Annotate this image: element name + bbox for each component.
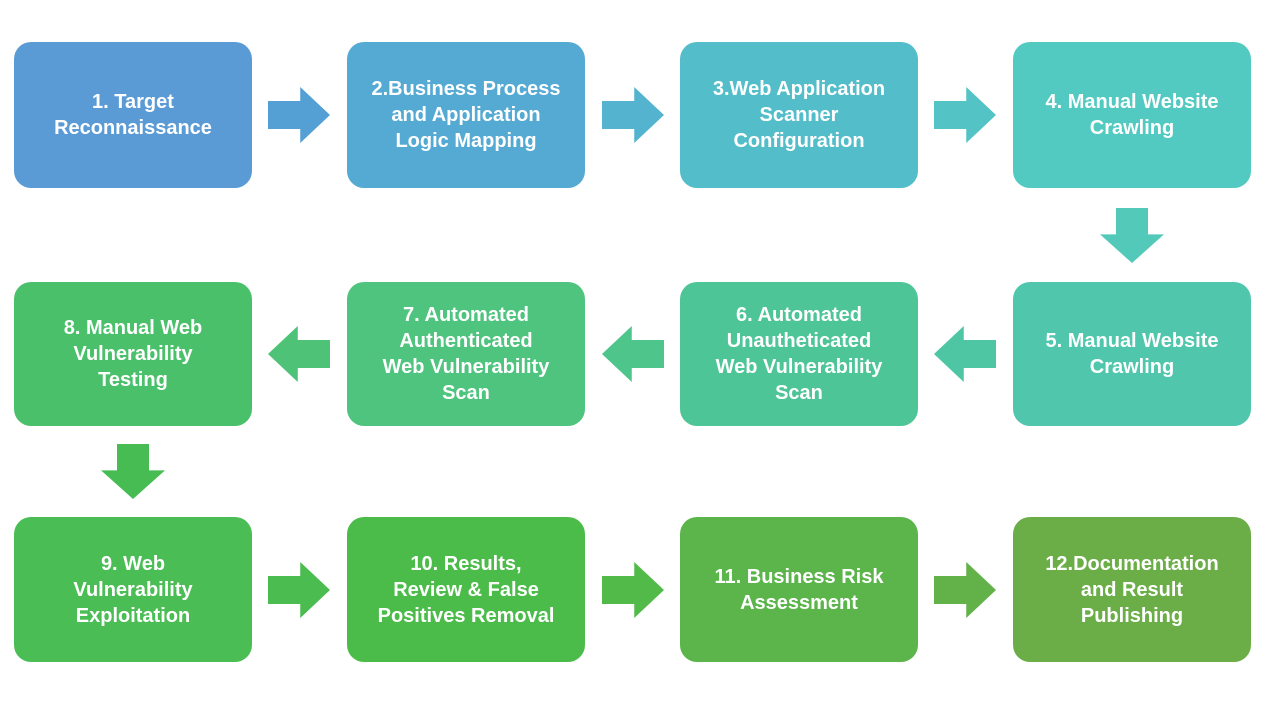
arrow-step11-to-step12-icon — [934, 562, 996, 618]
step-box-10: 10. Results, Review & False Positives Re… — [347, 517, 585, 662]
arrow-step8-to-step9-icon — [101, 444, 165, 499]
step-box-4: 4. Manual Website Crawling — [1013, 42, 1251, 188]
arrow-step1-to-step2-icon — [268, 87, 330, 143]
arrow-step4-to-step5-icon — [1100, 208, 1164, 263]
arrow-step2-to-step3-icon — [602, 87, 664, 143]
step-box-2: 2.Business Process and Application Logic… — [347, 42, 585, 188]
step-box-3: 3.Web Application Scanner Configuration — [680, 42, 918, 188]
step-box-12: 12.Documentation and Result Publishing — [1013, 517, 1251, 662]
step-box-8: 8. Manual Web Vulnerability Testing — [14, 282, 252, 426]
step-box-1: 1. Target Reconnaissance — [14, 42, 252, 188]
step-box-9: 9. Web Vulnerability Exploitation — [14, 517, 252, 662]
step-box-7: 7. Automated Authenticated Web Vulnerabi… — [347, 282, 585, 426]
step-box-11: 11. Business Risk Assessment — [680, 517, 918, 662]
step-box-6: 6. Automated Unautheticated Web Vulnerab… — [680, 282, 918, 426]
arrow-step7-to-step8-icon — [268, 326, 330, 382]
arrow-step6-to-step7-icon — [602, 326, 664, 382]
arrow-step3-to-step4-icon — [934, 87, 996, 143]
step-box-5: 5. Manual Website Crawling — [1013, 282, 1251, 426]
arrow-step5-to-step6-icon — [934, 326, 996, 382]
arrow-step10-to-step11-icon — [602, 562, 664, 618]
arrow-step9-to-step10-icon — [268, 562, 330, 618]
